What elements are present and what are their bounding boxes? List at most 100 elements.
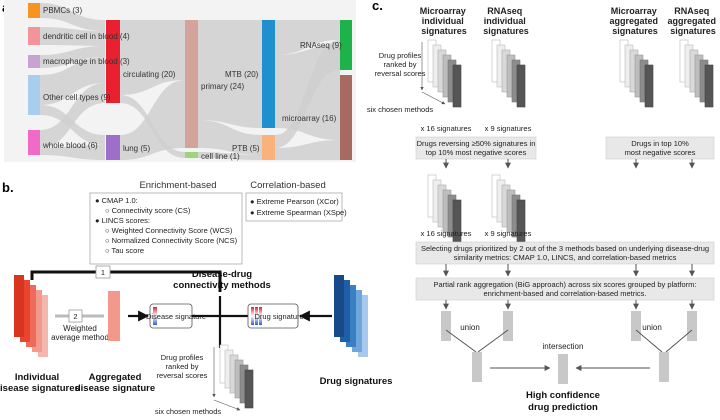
step2-badge [68,309,83,323]
label-ptb: PTB (5) [232,144,260,153]
flow-mac-circulating [40,46,105,68]
col-header-rna-ind: RNAseq individual signatures [483,6,529,36]
profile-layer [704,64,714,108]
x9-top: x 9 signatures [485,124,532,133]
intersection-label: intersection [543,342,584,351]
flow-circulating-primary [120,20,185,95]
partial-line-1: Partial rank aggregation (BiG approach) … [433,280,696,289]
node-rnaseq [340,20,352,70]
label-pbmc: PBMCs (3) [43,6,82,15]
union-line-right-2 [665,329,693,353]
individual-signatures-stack [14,275,48,357]
drug-signatures-icon [251,307,262,325]
reversing-line-1: Drugs reversing ≥50% signatures in [417,139,536,148]
top10-box [605,136,715,160]
x9-bottom: x 9 signatures [485,229,532,238]
weighted-label-2: average method [51,333,109,342]
result-bar-rna-ind [503,311,513,341]
profile-layer [516,64,526,108]
correlation-box [245,192,343,222]
label-primary: primary (24) [201,82,244,91]
enrichment-header: Enrichment-based [139,180,216,191]
node-other-cells [28,75,40,115]
label-microarray: microarray (16) [282,114,337,123]
profiles-b-3: reversal scores [157,371,208,380]
node-dendritic [28,27,40,45]
enrichment-item-cmap: ● CMAP 1.0: [95,196,138,205]
connectivity-title-1: Disease-drug [192,269,252,280]
node-whole-blood [28,130,40,155]
union-label-right: union [642,323,662,332]
top10-line-1: Drugs in top 10% [631,139,689,148]
profile-layer [452,64,462,108]
enrichment-item-wcs: ○ Weighted Connectivity Score (WCS) [105,226,233,235]
aggregated-label-1: Aggregated [89,372,142,383]
top10-line-2: most negative scores [625,148,696,157]
result-bar-micro-agg [631,311,641,341]
flow-whole-circulating [40,83,105,148]
reversing-box [415,136,537,160]
profiles-c-2: ranked by [384,60,417,69]
union-bar-left [472,352,482,382]
profile-stack-micro-agg [619,39,654,108]
drug-signatures-stack [334,275,368,357]
aggregated-signature-bar [108,291,120,341]
flow-mtb-rnaseq [275,20,340,55]
node-mtb [262,20,275,128]
sankey-flows [40,3,340,160]
profiles-c-3: reversal scores [375,69,426,78]
union-bar-right [659,352,669,382]
label-lung: lung (5) [123,144,150,153]
enrichment-item-cs: ○ Connectivity score (CS) [105,206,191,215]
flow-pbmc-circulating [40,3,105,31]
result-bar-micro-ind [441,311,451,341]
label-cellline: cell line (1) [201,152,240,161]
enrichment-item-lincs: ● LINCS scores: [95,216,150,225]
node-lung [106,135,120,160]
flow-ptb-rnaseq [275,40,340,148]
node-pbmc [28,3,40,18]
result-bar-rna-agg [687,311,697,341]
flow-other-circulating [40,57,105,105]
label-whole-blood: whole blood (6) [42,141,98,150]
step1-badge [95,265,111,279]
label-rnaseq: RNAseq (9) [300,41,342,50]
drug-signatures-label: Drug signatures [320,376,393,387]
partial-rank-box [415,277,715,301]
six-methods-b: six chosen methods [155,407,222,416]
profile-stack-rna-agg [679,39,714,108]
profiles-b-1: Drug profiles [161,353,204,362]
selecting-box [415,241,715,265]
x16-top: x 16 signatures [421,124,472,133]
intersection-bar [558,354,568,384]
node-primary [185,20,198,148]
step1-number: 1 [101,268,105,277]
connectivity-title-2: connectivity methods [173,280,271,291]
correlation-item-xspe: ● Extreme Spearman (XSpe) [250,208,347,217]
disease-signature-label: Disease signature [146,312,206,321]
methods-axis-c [421,91,446,105]
selecting-line-1: Selecting drugs prioritized by 2 out of … [421,244,709,253]
high-confidence-1: High confidence [526,390,600,401]
methods-panel: b. Enrichment-based Correlation-based ● … [0,180,392,416]
step2-number: 2 [73,312,77,321]
flow-dc-circulating [40,27,105,46]
flow-primary-ptb [198,120,262,155]
profiles-b-2: ranked by [166,362,199,371]
enrichment-item-tau: ○ Tau score [105,246,144,255]
flow-ptb-microarray [275,140,340,160]
node-microarray [340,75,352,160]
selecting-line-2: similarity metrics: CMAP 1.0, LINCS, and… [454,253,677,262]
label-mtb: MTB (20) [225,70,259,79]
col-header-micro-ind: Microarray individual signatures [420,6,469,36]
individual-label-2: disease signatures [0,383,80,394]
flow-cellline-ptb [198,152,262,160]
label-circulating: circulating (20) [123,70,176,79]
high-confidence-2: drug prediction [528,402,598,413]
col-header-micro-agg: Microarray aggregated signatures [609,6,660,36]
flow-primary-mtb [198,20,262,128]
label-other-cells: Other cell types (9) [43,93,111,102]
node-cellline [185,152,198,158]
profile-layer [644,64,654,108]
six-methods-c: six chosen methods [367,105,434,114]
